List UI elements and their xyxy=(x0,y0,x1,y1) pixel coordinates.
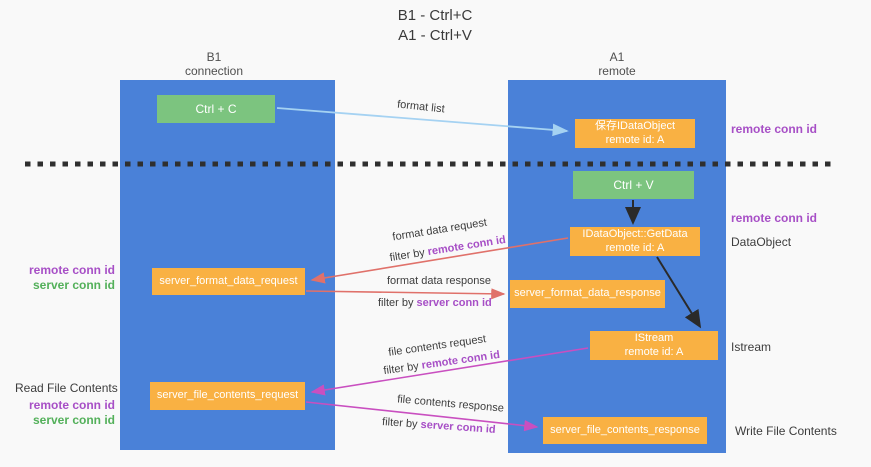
server-conn-id-annotation-left2: server conn id xyxy=(32,413,115,427)
title-line-2: A1 - Ctrl+V xyxy=(398,26,472,44)
getdata-box: IDataObject::GetData remote id: A xyxy=(570,227,700,256)
title-line-1: B1 - Ctrl+C xyxy=(397,7,473,24)
format-data-response-filter-label: filter by server conn id xyxy=(378,297,492,309)
left-column-title: B1 xyxy=(206,50,222,64)
ctrl-v-box: Ctrl + V xyxy=(573,171,694,199)
server-conn-id-text: server conn id xyxy=(420,418,497,436)
server-conn-id-text: server conn id xyxy=(416,297,492,309)
istream-line2: remote id: A xyxy=(624,345,684,358)
remote-conn-id-annotation-top: remote conn id xyxy=(731,122,818,136)
filter-by-text: filter by xyxy=(378,297,414,309)
diagram-title: B1 - Ctrl+C A1 - Ctrl+V xyxy=(330,6,540,45)
server-format-data-response-label: server_format_data_response xyxy=(514,287,661,300)
istream-line1: IStream xyxy=(634,332,674,345)
stored-dataobject-box: 保存IDataObject remote id: A xyxy=(575,119,695,148)
read-file-contents-annotation: Read File Contents xyxy=(15,381,118,395)
remote-conn-id-annotation-left2: remote conn id xyxy=(28,398,115,412)
remote-conn-id-annotation-left1: remote conn id xyxy=(28,263,115,277)
server-file-contents-response-label: server_file_contents_response xyxy=(550,423,700,436)
remote-conn-id-text: remote conn id xyxy=(426,233,507,259)
right-column-subtitle: remote xyxy=(598,64,636,79)
server-file-contents-request-box: server_file_contents_request xyxy=(150,382,305,410)
server-conn-id-annotation-left1: server conn id xyxy=(32,278,115,292)
stored-dataobject-line2: remote id: A xyxy=(605,133,665,146)
server-format-data-request-box: server_format_data_request xyxy=(152,268,305,295)
remote-conn-id-annotation-mid: remote conn id xyxy=(731,211,818,225)
stored-dataobject-line1: 保存IDataObject xyxy=(594,120,676,133)
ctrl-c-box: Ctrl + C xyxy=(157,95,275,123)
istream-annotation: Istream xyxy=(731,340,772,354)
filter-by-text: filter by xyxy=(381,416,418,431)
server-file-contents-request-label: server_file_contents_request xyxy=(156,389,299,402)
filter-by-text: filter by xyxy=(382,360,420,378)
getdata-line2: remote id: A xyxy=(605,241,665,254)
server-file-contents-response-box: server_file_contents_response xyxy=(543,417,707,444)
getdata-line1: IDataObject::GetData xyxy=(582,228,688,241)
left-column-header: B1 connection xyxy=(134,50,294,79)
write-file-contents-annotation: Write File Contents xyxy=(735,424,837,438)
format-data-response-label: format data response xyxy=(387,275,491,287)
right-column-title: A1 xyxy=(609,50,625,64)
file-contents-response-filter-label: filter by server conn id xyxy=(382,416,496,436)
ctrl-v-label: Ctrl + V xyxy=(613,177,654,192)
istream-box: IStream remote id: A xyxy=(590,331,718,360)
server-format-data-response-box: server_format_data_response xyxy=(510,280,665,308)
right-column-header: A1 remote xyxy=(537,50,697,79)
server-format-data-request-label: server_format_data_request xyxy=(159,274,298,287)
ctrl-c-label: Ctrl + C xyxy=(195,101,237,116)
format-data-response-arrow xyxy=(305,288,506,300)
filter-by-text: filter by xyxy=(388,246,426,265)
left-column-subtitle: connection xyxy=(184,64,244,79)
format-list-label: format list xyxy=(396,98,446,116)
dataobject-annotation: DataObject xyxy=(731,235,792,249)
file-contents-response-label: file contents response xyxy=(396,393,505,415)
